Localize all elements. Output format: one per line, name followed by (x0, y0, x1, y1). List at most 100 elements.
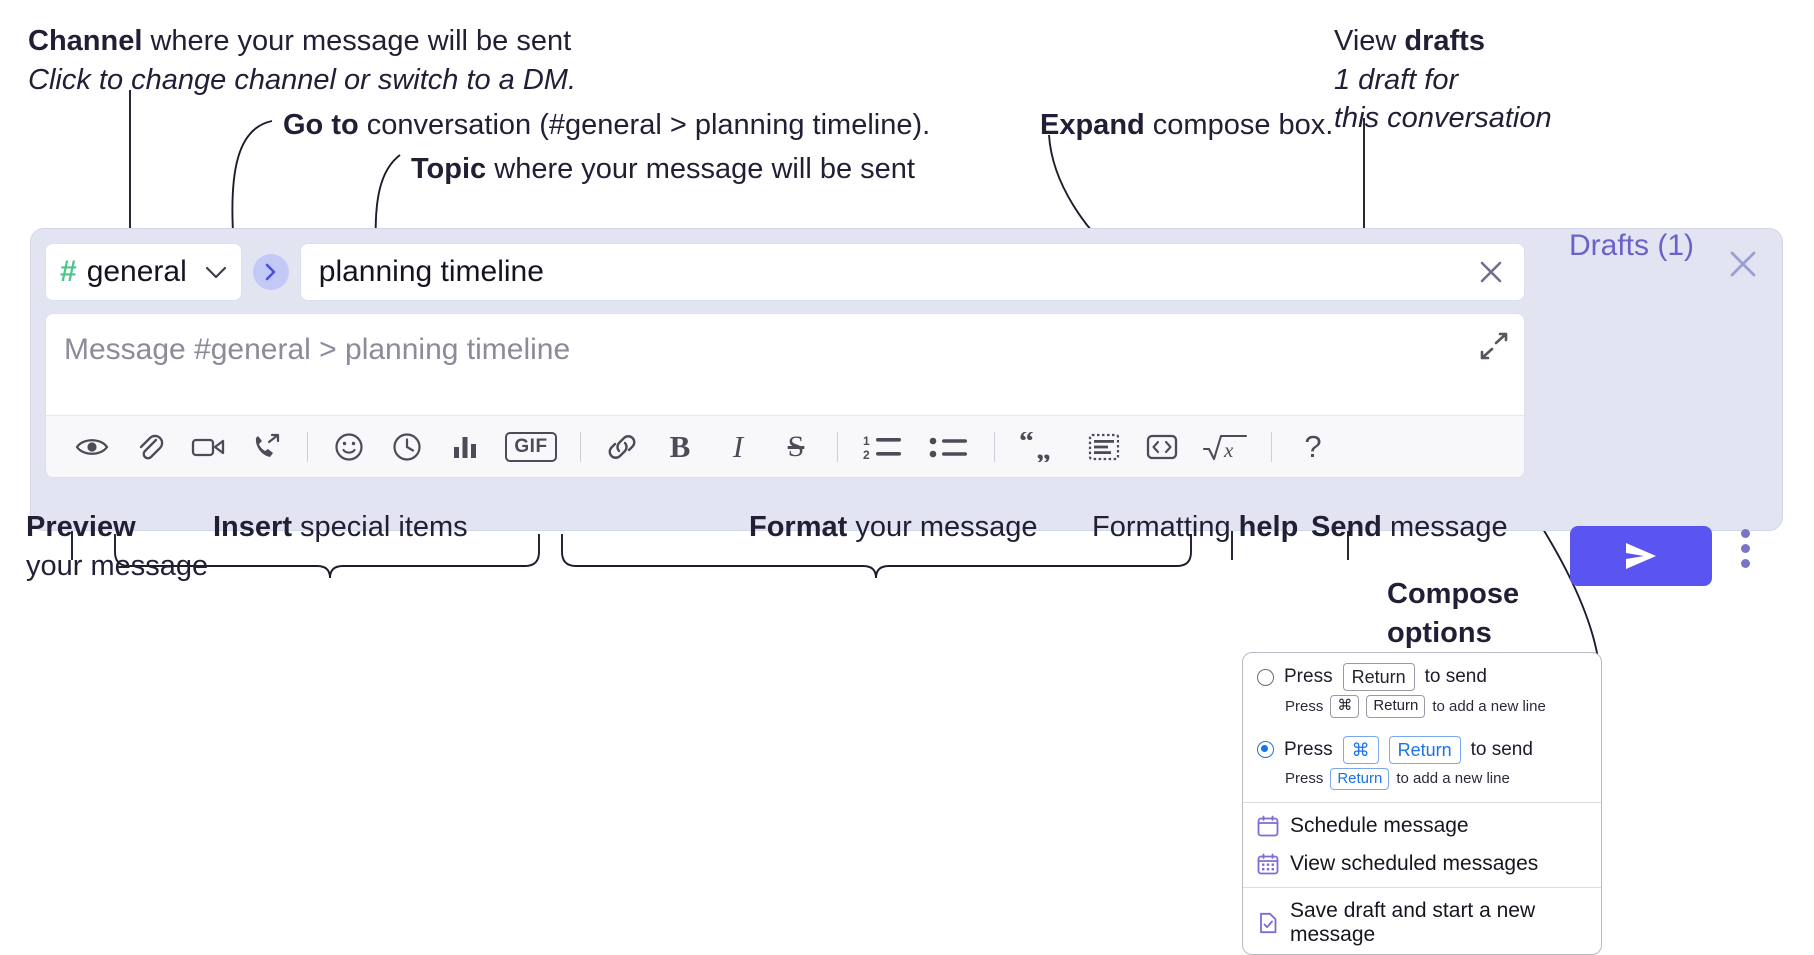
bulleted-list-icon[interactable] (927, 423, 971, 471)
italic-icon[interactable]: I (720, 423, 756, 471)
annotation-goto-bold: Go to (283, 109, 359, 141)
menu-sub-newline-1: Press ⌘ Return to add a new line (1243, 693, 1601, 725)
calendar-icon (1257, 815, 1279, 837)
poll-bars-icon[interactable] (447, 423, 483, 471)
annotation-compose-bold1: Compose (1387, 578, 1520, 610)
radio1-tail: to send (1424, 666, 1487, 688)
kebab-dot (1740, 559, 1750, 568)
go-to-conversation-button[interactable] (252, 254, 289, 290)
annotation-topic: Topic where your message will be sent (411, 150, 915, 189)
menu-item-view-scheduled[interactable]: View scheduled messages (1243, 845, 1601, 883)
compose-options-button[interactable] (1731, 529, 1759, 568)
emoji-icon[interactable] (331, 423, 367, 471)
send-button[interactable] (1570, 526, 1712, 586)
kebab-dot (1740, 529, 1750, 538)
radio2-press: Press (1284, 738, 1333, 760)
italic-label: I (732, 428, 744, 464)
toolbar-divider (837, 431, 838, 462)
svg-text:„: „ (1036, 433, 1051, 462)
sub2-tail: to add a new line (1396, 770, 1510, 788)
code-block-icon[interactable] (1086, 423, 1122, 471)
annotation-send-rest: message (1381, 511, 1508, 543)
key-command: ⌘ (1342, 735, 1379, 764)
expand-compose-icon[interactable] (1478, 330, 1510, 362)
svg-text:2: 2 (863, 448, 870, 461)
send-paper-plane-icon (1618, 538, 1664, 574)
menu-divider (1243, 887, 1601, 889)
gif-icon[interactable]: GIF (505, 423, 557, 471)
menu-item-label: View scheduled messages (1290, 852, 1539, 876)
gif-label: GIF (505, 431, 557, 462)
help-label: ? (1304, 428, 1322, 464)
annotation-drafts-plain: View (1334, 25, 1405, 57)
key-command: ⌘ (1330, 695, 1360, 718)
strikethrough-icon[interactable]: S (778, 423, 814, 471)
menu-item-schedule-message[interactable]: Schedule message (1243, 807, 1601, 845)
annotation-help-plain: Formatting (1092, 511, 1239, 543)
radio-button-selected[interactable] (1257, 741, 1274, 759)
annotation-expand-rest: compose box. (1144, 109, 1334, 141)
clear-topic-icon[interactable] (1472, 253, 1510, 291)
annotation-format: Format your message (749, 508, 1038, 547)
topic-field[interactable] (299, 243, 1525, 301)
compose-inner: # general Message #general > planning ti… (45, 243, 1525, 478)
key-return: Return (1342, 663, 1415, 692)
paperclip-icon[interactable] (132, 423, 168, 471)
annotation-insert-rest: special items (291, 511, 468, 543)
annotation-send: Send message (1311, 508, 1508, 547)
annotation-goto-rest: conversation (#general > planning timeli… (358, 109, 931, 141)
drafts-link[interactable]: Drafts (1) (1569, 229, 1695, 262)
annotation-compose-bold2: options (1387, 616, 1492, 649)
radio1-press: Press (1284, 666, 1333, 688)
radio2-tail: to send (1470, 738, 1533, 760)
chevron-right-icon (264, 262, 278, 282)
annotation-preview-bold: Preview (26, 511, 136, 543)
radio-button-unselected[interactable] (1257, 668, 1274, 686)
annotation-help-bold: help (1238, 511, 1299, 543)
annotation-expand: Expand compose box. (1040, 106, 1333, 145)
bold-icon[interactable]: B (662, 423, 698, 471)
topic-input[interactable] (316, 254, 1472, 290)
toolbar-divider (580, 431, 581, 462)
hash-icon: # (60, 255, 77, 288)
svg-text:“: “ (1019, 432, 1034, 458)
blockquote-icon[interactable]: “„ (1018, 423, 1064, 471)
annotation-drafts-italic1: 1 draft for (1334, 63, 1459, 96)
math-icon[interactable]: x (1202, 423, 1248, 471)
annotation-expand-bold: Expand (1040, 109, 1145, 141)
eye-icon[interactable] (74, 423, 110, 471)
help-question-icon[interactable]: ? (1295, 423, 1331, 471)
annotation-preview-rest: your message (26, 549, 209, 582)
channel-selector[interactable]: # general (45, 243, 242, 301)
annotation-send-bold: Send (1311, 511, 1382, 543)
compose-header-row: # general (45, 243, 1525, 301)
video-camera-icon[interactable] (190, 423, 226, 471)
compose-panel: # general Message #general > planning ti… (30, 228, 1783, 586)
annotation-channel-rest: where your message will be sent (142, 25, 572, 57)
code-inline-icon[interactable] (1144, 423, 1180, 471)
bold-label: B (669, 428, 691, 464)
annotation-insert: Insert special items (213, 508, 468, 547)
annotation-channel-bold: Channel (28, 25, 143, 57)
annotation-formatting-help: Formatting help (1092, 508, 1298, 547)
menu-item-label: Save draft and start a new message (1290, 899, 1536, 947)
annotation-drafts-bold: drafts (1404, 25, 1485, 57)
clock-icon[interactable] (389, 423, 425, 471)
toolbar-divider (994, 431, 995, 462)
channel-name: general (86, 255, 187, 288)
sub1-press: Press (1285, 697, 1324, 715)
message-input-area[interactable]: Message #general > planning timeline (45, 313, 1525, 478)
phone-transfer-icon[interactable] (248, 423, 284, 471)
menu-radio-return-to-send[interactable]: Press Return to send (1243, 653, 1601, 693)
svg-text:x: x (1223, 438, 1234, 462)
compose-options-menu: Press Return to send Press ⌘ Return to a… (1242, 652, 1602, 955)
menu-item-save-draft[interactable]: Save draft and start a new message (1243, 892, 1601, 954)
annotation-insert-bold: Insert (213, 511, 292, 543)
close-icon[interactable] (1726, 247, 1760, 281)
annotation-topic-bold: Topic (411, 153, 487, 185)
menu-radio-cmd-return-to-send[interactable]: Press ⌘ Return to send (1243, 726, 1601, 766)
annotation-drafts: View drafts 1 draft for this conversatio… (1334, 22, 1552, 138)
link-icon[interactable] (604, 423, 640, 471)
